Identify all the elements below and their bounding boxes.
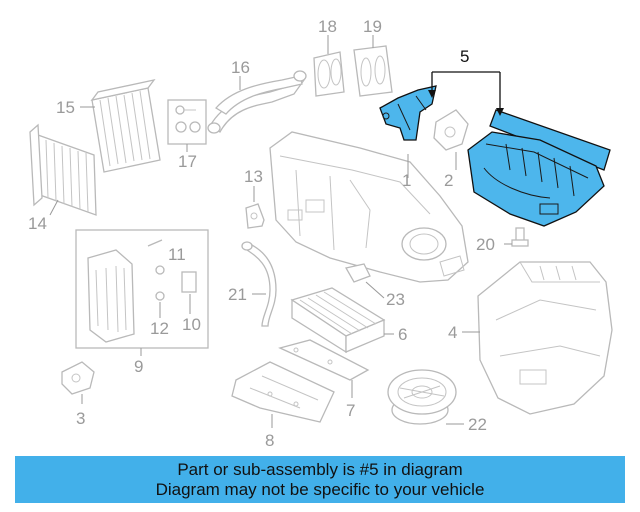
callout-11: 11 — [168, 245, 186, 264]
callout-8: 8 — [265, 431, 274, 450]
callout-7: 7 — [346, 401, 355, 420]
part-8-tray — [231, 361, 335, 423]
callout-6: 6 — [398, 325, 407, 344]
callout-2: 2 — [444, 171, 453, 190]
part-3-sensor-bracket — [61, 361, 95, 395]
callout-15: 15 — [56, 98, 75, 117]
info-banner: Part or sub-assembly is #5 in diagram Di… — [15, 456, 625, 503]
callout-16: 16 — [231, 58, 250, 77]
part-7-bracket — [278, 339, 370, 381]
callout-10: 10 — [182, 315, 201, 334]
part-9-blower-resistor-group — [75, 229, 209, 349]
part-2-actuator — [433, 109, 469, 151]
banner-line-2: Diagram may not be specific to your vehi… — [155, 479, 485, 499]
callout-23: 23 — [386, 290, 405, 309]
callout-22: 22 — [468, 415, 487, 434]
callout-21: 21 — [228, 285, 247, 304]
part-18-seal — [313, 51, 345, 97]
callout-14: 14 — [28, 214, 47, 233]
part-21-drain-hose — [241, 241, 277, 327]
callout-5-bracket-leader — [428, 71, 504, 116]
part-22-blower-motor — [387, 369, 457, 425]
callout-19: 19 — [363, 17, 382, 36]
part-6-cabin-filter — [290, 287, 386, 354]
part-13-connector — [245, 203, 265, 229]
callout-17: 17 — [178, 152, 197, 171]
callout-9: 9 — [134, 357, 143, 376]
callout-20: 20 — [476, 235, 495, 254]
callout-18: 18 — [318, 17, 337, 36]
part-16-heater-pipes — [207, 70, 307, 134]
part-14-evaporator — [29, 123, 97, 216]
callout-12: 12 — [150, 319, 169, 338]
part-15-heater-core — [90, 79, 161, 173]
part-20-bolt — [511, 227, 529, 247]
callout-13: 13 — [244, 167, 263, 186]
part-4-distribution-housing — [477, 261, 613, 415]
callout-5: 5 — [460, 47, 469, 66]
callout-1: 1 — [402, 171, 411, 190]
part-5-air-duct-highlight — [467, 109, 611, 227]
part-1-hvac-housing — [269, 131, 469, 283]
parts-diagram: 15 14 16 17 18 19 — [28, 17, 613, 450]
banner-line-1: Part or sub-assembly is #5 in diagram — [177, 459, 463, 479]
part-19-seal — [353, 45, 393, 97]
callout-3: 3 — [76, 409, 85, 428]
part-17-clip-set — [167, 99, 207, 145]
part-23-clip — [344, 263, 371, 283]
callout-4: 4 — [448, 323, 457, 342]
part-5-bracket-highlight — [379, 85, 437, 141]
